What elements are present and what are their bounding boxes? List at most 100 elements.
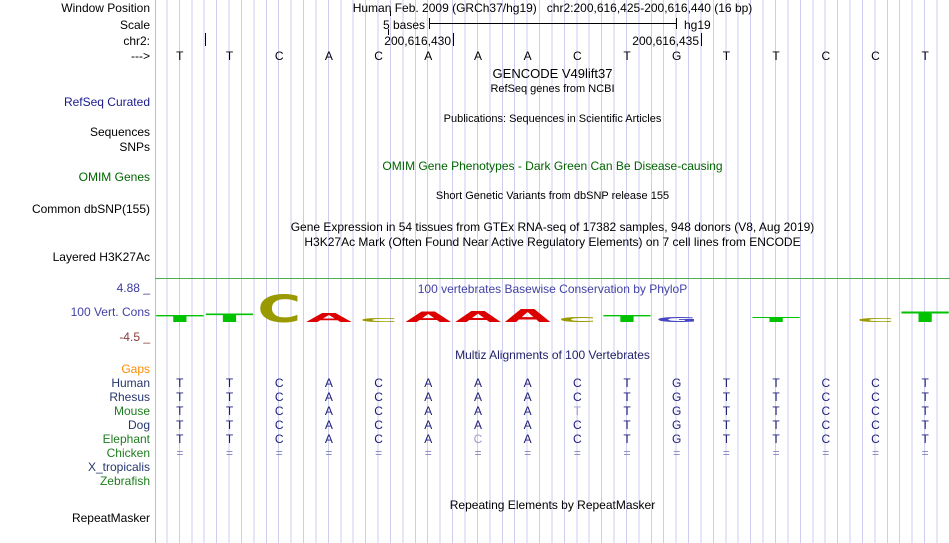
aln-base-human: C: [274, 376, 284, 390]
aln-base-chicken: =: [176, 446, 184, 460]
track-title-repeatmasker[interactable]: Repeating Elements by RepeatMasker: [449, 498, 656, 512]
species-label-rhesus[interactable]: Rhesus: [109, 390, 150, 404]
ruler-label-430: 200,616,430: [384, 34, 451, 48]
aln-base-human: A: [523, 376, 532, 390]
aln-base-mouse: A: [324, 404, 333, 418]
ruler-label-435: 200,616,435: [632, 34, 699, 48]
phylop-glyph-T: T: [901, 309, 949, 325]
phylop-glyph-T: T: [156, 313, 205, 324]
track-title-conservation[interactable]: 100 vertebrates Basewise Conservation by…: [417, 282, 688, 296]
ruler-mark-upper: [390, 11, 391, 16]
aln-base-rhesus: A: [324, 390, 333, 404]
track-title-h3k27ac[interactable]: H3K27Ac Mark (Often Found Near Active Re…: [304, 235, 801, 249]
species-label-dog[interactable]: Dog: [127, 418, 150, 432]
aln-base-human: T: [772, 376, 780, 390]
aln-base-elephant: T: [921, 432, 929, 446]
track-title-publications[interactable]: Publications: Sequences in Scientific Ar…: [443, 113, 662, 125]
aln-base-dog: C: [573, 418, 582, 432]
aln-base-human: C: [871, 376, 880, 390]
aln-base-mouse: T: [921, 404, 929, 418]
aln-base-chicken: =: [921, 446, 929, 460]
track-subtitle-refseq[interactable]: RefSeq genes from NCBI: [490, 83, 615, 95]
aln-base-human: T: [623, 376, 631, 390]
aln-base-human: G: [672, 376, 682, 390]
aln-base-dog: T: [772, 418, 780, 432]
phylop-glyph-C: C: [257, 288, 301, 326]
track-title-omim[interactable]: OMIM Gene Phenotypes - Dark Green Can Be…: [382, 159, 723, 173]
ref-base: T: [623, 49, 631, 63]
track-label-sequences[interactable]: Sequences: [89, 125, 150, 139]
aln-base-rhesus: T: [225, 390, 234, 404]
aln-base-mouse: C: [274, 404, 284, 418]
phylop-glyph-T: T: [752, 316, 801, 324]
aln-base-dog: A: [324, 418, 333, 432]
aln-base-rhesus: T: [176, 390, 184, 404]
ref-base: C: [374, 49, 383, 63]
aln-base-rhesus: T: [921, 390, 929, 404]
ref-base: C: [821, 49, 831, 63]
aln-base-rhesus: T: [722, 390, 731, 404]
aln-base-rhesus: A: [473, 390, 482, 404]
aln-base-rhesus: C: [274, 390, 284, 404]
aln-base-elephant: T: [772, 432, 780, 446]
assembly-label: hg19: [684, 18, 711, 32]
species-label-chicken[interactable]: Chicken: [106, 446, 150, 460]
aln-base-mouse: G: [672, 404, 682, 418]
track-title-multiz[interactable]: Multiz Alignments of 100 Vertebrates: [455, 348, 650, 362]
position-title: Human Feb. 2009 (GRCh37/hg19) chr2:200,6…: [352, 1, 753, 15]
ref-base: A: [424, 49, 433, 63]
conservation-min-label: -4.5 _: [119, 330, 150, 344]
track-label-refseq-curated[interactable]: RefSeq Curated: [63, 95, 150, 109]
track-label-repeatmasker[interactable]: RepeatMasker: [71, 511, 150, 525]
h3k27ac-baseline: [155, 278, 950, 279]
ruler-tick-430: [453, 33, 454, 46]
ref-base: T: [176, 49, 184, 63]
aln-base-elephant: C: [871, 432, 880, 446]
track-label-common-dbsnp[interactable]: Common dbSNP(155): [31, 202, 150, 216]
track-label-omim-genes[interactable]: OMIM Genes: [78, 170, 150, 184]
label-chromosome: chr2:: [123, 34, 150, 48]
aln-base-mouse: C: [871, 404, 880, 418]
aln-base-rhesus: T: [623, 390, 631, 404]
aln-base-chicken: =: [673, 446, 681, 460]
ref-base: C: [573, 49, 582, 63]
phylop-glyph-T: T: [603, 313, 652, 324]
aln-base-mouse: A: [473, 404, 482, 418]
species-label-elephant[interactable]: Elephant: [102, 432, 150, 446]
species-label-x_tropicalis[interactable]: X_tropicalis: [87, 460, 150, 474]
phylop-glyph-C: C: [558, 316, 596, 324]
track-title-dbsnp[interactable]: Short Genetic Variants from dbSNP releas…: [435, 190, 670, 202]
track-title-gtex[interactable]: Gene Expression in 54 tissues from GTEx …: [290, 220, 815, 234]
ref-base: T: [772, 49, 780, 63]
aln-base-dog: T: [623, 418, 631, 432]
species-label-zebrafish[interactable]: Zebrafish: [99, 474, 150, 488]
aln-base-mouse: C: [821, 404, 831, 418]
track-label-snps[interactable]: SNPs: [119, 140, 150, 154]
ref-base: T: [921, 49, 929, 63]
aln-base-rhesus: C: [871, 390, 880, 404]
aln-base-chicken: =: [722, 446, 730, 460]
label-scale: Scale: [119, 18, 150, 32]
aln-base-elephant: C: [274, 432, 284, 446]
aln-base-dog: T: [225, 418, 234, 432]
aln-base-rhesus: A: [523, 390, 532, 404]
species-label-gaps[interactable]: Gaps: [121, 362, 150, 376]
track-label-layered-h3k27ac[interactable]: Layered H3K27Ac: [52, 250, 150, 264]
conservation-max-label: 4.88 _: [116, 281, 150, 295]
aln-base-elephant: T: [176, 432, 184, 446]
aln-base-mouse: T: [722, 404, 731, 418]
aln-base-mouse: T: [623, 404, 631, 418]
aln-base-chicken: =: [772, 446, 780, 460]
aln-base-dog: G: [672, 418, 682, 432]
track-label-vert-cons[interactable]: 100 Vert. Cons: [70, 305, 150, 319]
aln-base-human: A: [424, 376, 433, 390]
species-label-human[interactable]: Human: [111, 376, 150, 390]
aln-base-elephant: T: [722, 432, 731, 446]
track-title-gencode[interactable]: GENCODE V49lift37: [492, 66, 613, 81]
scale-bar-left-tick: [429, 18, 430, 29]
aln-base-dog: C: [871, 418, 880, 432]
ruler-mark-lower: [388, 29, 389, 35]
species-label-mouse[interactable]: Mouse: [113, 404, 150, 418]
